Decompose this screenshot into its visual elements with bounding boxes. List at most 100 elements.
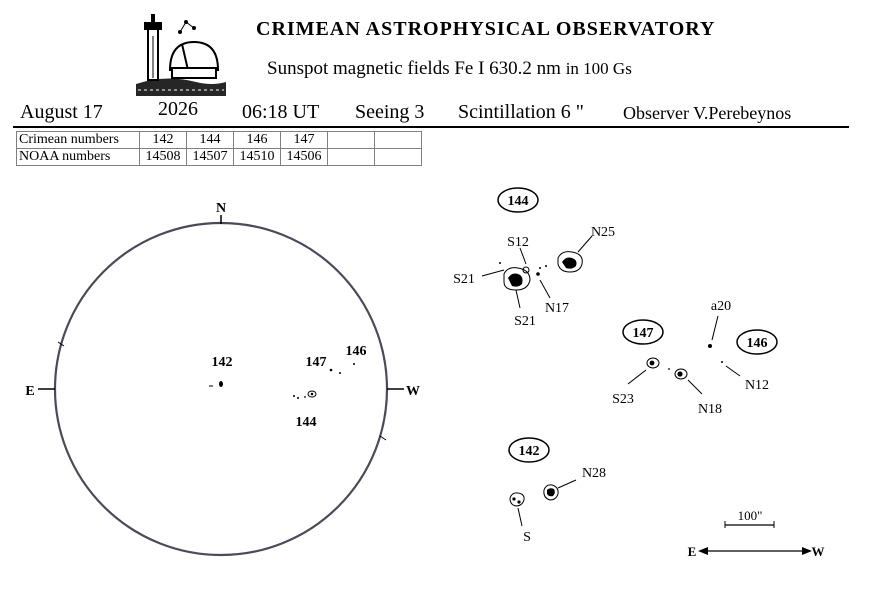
detail-142-label: 142 xyxy=(519,444,540,459)
sunspot-mark xyxy=(310,392,314,396)
disk-region-142-label: 142 xyxy=(212,355,233,370)
north-label: N xyxy=(216,201,226,216)
leader-line xyxy=(687,379,703,395)
subtitle-unit: in 100 Gs xyxy=(565,59,632,78)
sunspot-umbra xyxy=(512,497,516,501)
sunspot-umbra xyxy=(547,488,555,497)
group-label-ellipse xyxy=(736,329,778,355)
observation-year: 2026 xyxy=(158,98,198,120)
solar-limb xyxy=(53,221,389,557)
noaa-number-cell: 14507 xyxy=(186,148,234,166)
sunspot-mark xyxy=(522,266,530,274)
arrow-left-icon xyxy=(698,547,708,555)
noaa-numbers-row: NOAA numbers 14508 14507 14510 14506 xyxy=(16,148,422,166)
detail-146-label: 146 xyxy=(747,336,768,351)
region-numbers-table: Crimean numbers 142 144 146 147 NOAA num… xyxy=(16,131,422,166)
crimean-number-cell: 142 xyxy=(139,131,187,149)
page-subtitle: Sunspot magnetic fields Fe I 630.2 nm in… xyxy=(267,58,632,80)
sunspot-penumbra xyxy=(557,251,583,273)
disk-region-146-label: 146 xyxy=(346,344,367,359)
disk-region-144-label: 144 xyxy=(296,415,317,430)
scintillation-value: Scintillation 6 " xyxy=(458,101,584,123)
header-divider xyxy=(13,126,849,128)
leader-line xyxy=(481,269,505,277)
noaa-number-cell: 14506 xyxy=(280,148,328,166)
leader-line xyxy=(557,479,577,489)
field-label-n18: N18 xyxy=(698,402,722,417)
limb-tick xyxy=(379,435,387,441)
disk-region-147-label: 147 xyxy=(306,355,327,370)
solar-disk: N E W 142 144 147 146 xyxy=(25,201,420,557)
sunspot-umbra xyxy=(562,257,577,269)
sunspot-mark xyxy=(536,272,540,276)
sunspot-penumbra xyxy=(646,357,660,369)
leader-line xyxy=(539,279,551,299)
sunspot-mark xyxy=(339,372,341,374)
noaa-numbers-label: NOAA numbers xyxy=(16,148,140,166)
detail-group-146: 146 a20 N12 xyxy=(708,299,778,393)
sunspot-mark xyxy=(668,368,670,370)
field-label-s: S xyxy=(523,530,531,545)
group-label-ellipse xyxy=(508,437,550,463)
arrow-right-icon xyxy=(802,547,812,555)
sunspot-umbra xyxy=(649,360,655,366)
group-label-ellipse xyxy=(622,319,664,345)
noaa-number-cell: 14508 xyxy=(139,148,187,166)
observation-date: August 17 xyxy=(20,101,103,123)
sunspot-umbra xyxy=(508,273,523,287)
detail-group-147: 147 S23 N18 xyxy=(612,319,722,417)
sunspot-mark xyxy=(293,395,295,397)
group-label-ellipse xyxy=(497,187,539,213)
field-label-s23: S23 xyxy=(612,392,634,407)
field-label-n12: N12 xyxy=(745,378,769,393)
sunspot-penumbra xyxy=(674,368,688,380)
detail-147-label: 147 xyxy=(633,326,654,341)
observer-name: Observer V.Perebeynos xyxy=(623,103,792,123)
field-label-s21: S21 xyxy=(453,272,475,287)
arrow-west-label: W xyxy=(812,544,825,559)
sunspot-mark xyxy=(539,267,541,269)
sunspot-mark xyxy=(219,381,223,387)
leader-line xyxy=(517,507,523,527)
sunspot-mark xyxy=(353,363,355,365)
seeing-value: Seeing 3 xyxy=(355,101,425,123)
sunspot-mark xyxy=(297,397,299,399)
field-label-n25: N25 xyxy=(591,225,615,240)
leader-line xyxy=(577,235,593,253)
observatory-logo xyxy=(136,14,226,96)
detail-group-144: 144 S12 N25 S21 S21 N17 xyxy=(453,187,615,329)
leader-line xyxy=(627,369,647,385)
subtitle-main: Sunspot magnetic fields Fe I 630.2 nm xyxy=(267,58,561,79)
sunspot-mark xyxy=(721,361,723,363)
sunspot-mark xyxy=(708,344,712,348)
field-label-n17: N17 xyxy=(545,301,569,316)
sunspot-mark xyxy=(499,262,501,264)
sunspot-penumbra xyxy=(543,484,559,501)
noaa-number-cell xyxy=(374,148,422,166)
field-label-s12: S12 xyxy=(507,235,529,250)
sunspot-mark xyxy=(304,396,306,398)
sunspot-mark xyxy=(329,368,333,372)
detail-144-label: 144 xyxy=(508,194,529,209)
page-title: CRIMEAN ASTROPHYSICAL OBSERVATORY xyxy=(256,18,716,40)
sunspot-penumbra xyxy=(503,267,531,291)
sunspot-mark xyxy=(545,265,547,267)
sunspot-umbra xyxy=(517,500,521,504)
sunspot-mark xyxy=(307,390,317,398)
east-label: E xyxy=(25,384,34,399)
scale-indicator: 100" E W xyxy=(688,508,825,559)
scale-label: 100" xyxy=(738,508,763,523)
field-label-s21: S21 xyxy=(514,314,536,329)
observation-time: 06:18 UT xyxy=(242,101,320,123)
leader-line xyxy=(725,365,741,377)
leader-line xyxy=(519,247,527,265)
field-label-a20: a20 xyxy=(711,299,731,314)
leader-line xyxy=(711,315,719,341)
leader-line xyxy=(515,289,521,309)
limb-tick xyxy=(57,341,65,347)
west-label: W xyxy=(406,384,420,399)
detail-group-142: 142 N28 S xyxy=(508,437,606,545)
field-label-n28: N28 xyxy=(582,466,606,481)
sunspot-umbra xyxy=(677,371,683,377)
